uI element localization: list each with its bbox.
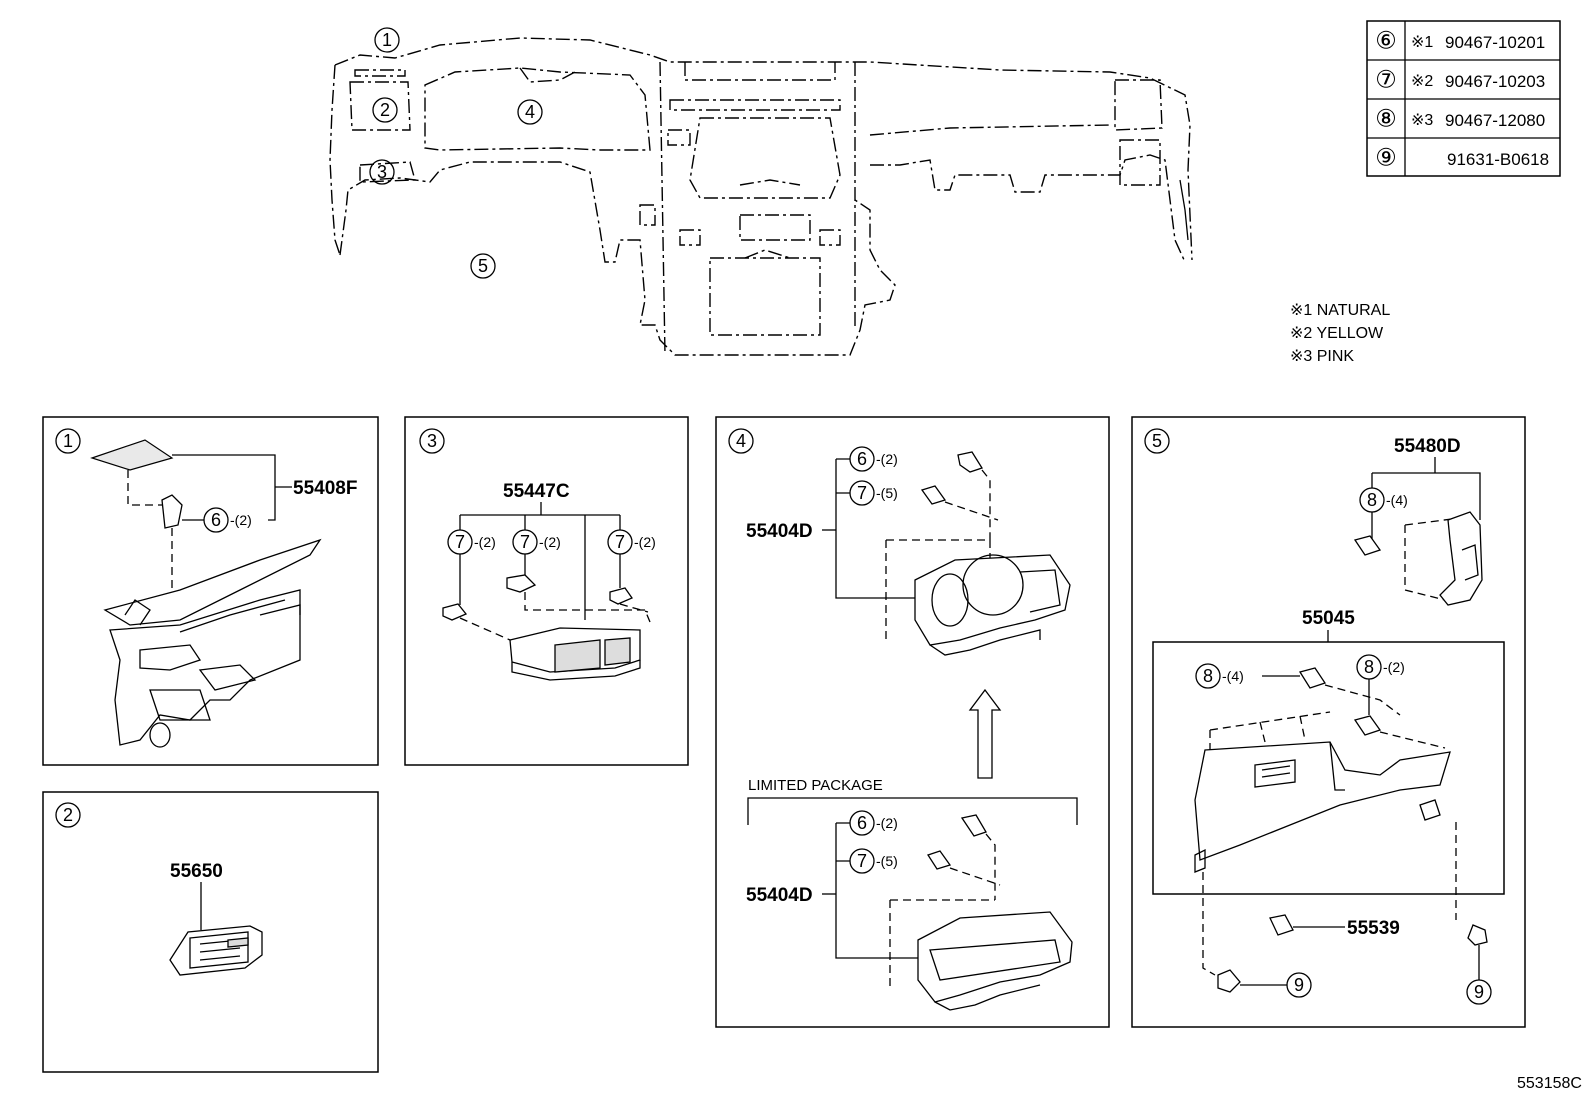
panel-4: ④ 4 6 ⑥ -(2) 7 ⑦ -(5) 55404D LIMITED PAC… <box>715 416 1110 1028</box>
panel-4-lim-clip6-qty: -(2) <box>876 815 898 831</box>
legend-ref-7: ⑦ <box>1375 67 1397 94</box>
panel-5-part-main: 55045 <box>1302 608 1355 629</box>
svg-text:7: 7 <box>520 532 530 552</box>
panel-4-part-number: 55404D <box>746 521 813 542</box>
upgrade-arrow <box>968 688 1002 779</box>
cluster-bezel-limited <box>917 911 1073 1003</box>
defroster-panel <box>90 439 174 471</box>
color-notes: ※1 NATURAL ※2 YELLOW ※3 PINK <box>1290 302 1390 365</box>
svg-text:8: 8 <box>1367 490 1377 510</box>
svg-text:9: 9 <box>1474 982 1484 1002</box>
overview-callout-5: ⑤ 5 <box>470 253 496 279</box>
legend-part-9: 91631-B0618 <box>1447 150 1549 169</box>
panel-4-clip7-qty: -(5) <box>876 485 898 501</box>
dashboard-overview: ① 1 ② 2 ③ 3 ④ 4 ⑤ 5 <box>329 27 1193 356</box>
svg-text:7: 7 <box>857 483 867 503</box>
svg-text:2: 2 <box>63 805 73 825</box>
legend-ref-9: ⑨ <box>1375 145 1397 172</box>
panel-4-lim-part-number: 55404D <box>746 885 813 906</box>
note-natural: ※1 NATURAL <box>1290 302 1390 319</box>
svg-text:8: 8 <box>1364 657 1374 677</box>
lower-dash-panel <box>1194 741 1451 861</box>
drawing-id: 553158C <box>1517 1075 1582 1092</box>
panel-2: ② 2 55650 <box>42 791 379 1073</box>
svg-text:5: 5 <box>478 256 488 276</box>
clip-6-part <box>161 494 183 529</box>
panel-1: ① 1 55408F ⑥ 6 -(2) <box>42 416 379 766</box>
note-pink: ※3 PINK <box>1290 348 1354 365</box>
panel-3-clip-qty-c: -(2) <box>634 534 656 550</box>
svg-text:9: 9 <box>1294 975 1304 995</box>
svg-text:7: 7 <box>455 532 465 552</box>
panel-1-clip-qty: -(2) <box>230 512 252 528</box>
screw-right <box>1467 924 1488 946</box>
screw-left <box>1217 969 1241 993</box>
panel-5-clip-b-qty: -(2) <box>1383 659 1405 675</box>
small-clip-part <box>1269 914 1294 936</box>
panel-4-clip6-qty: -(2) <box>876 451 898 467</box>
legend-ref-6: ⑥ <box>1375 28 1397 55</box>
panel-5-part-top: 55480D <box>1394 436 1461 457</box>
svg-text:4: 4 <box>525 102 535 122</box>
legend-part-7: 90467-10203 <box>1445 72 1545 91</box>
svg-text:6: 6 <box>857 813 867 833</box>
svg-text:8: 8 <box>1203 666 1213 686</box>
svg-text:1: 1 <box>63 431 73 451</box>
panel-2-part-number: 55650 <box>170 861 223 882</box>
svg-text:1: 1 <box>382 30 392 50</box>
legend-mark-7: ※2 <box>1411 73 1433 90</box>
legend-part-8: 90467-12080 <box>1445 111 1545 130</box>
limited-package-label: LIMITED PACKAGE <box>748 777 883 794</box>
overview-callout-1: ① 1 <box>374 27 400 53</box>
side-trim-panel <box>1439 511 1483 606</box>
cluster-bezel <box>914 554 1071 646</box>
overview-callout-2: ② 2 <box>372 97 398 123</box>
legend-mark-8: ※3 <box>1411 112 1433 129</box>
panel-5: ⑤ 5 55480D 8 ⑧ -(4) 55045 8 ⑧ -(4) 8 ⑧ -… <box>1131 416 1526 1028</box>
svg-text:3: 3 <box>427 431 437 451</box>
panel-3: ③ 3 55447C 7 ⑦ -(2) 7 -(2) 7 -(2) <box>404 416 689 766</box>
svg-text:4: 4 <box>736 431 746 451</box>
legend-part-6: 90467-10201 <box>1445 33 1545 52</box>
overview-callout-4: ④ 4 <box>517 99 543 125</box>
legend-table: ⑥ ※1 90467-10201 ⑦ ※2 90467-10203 ⑧ ※3 9… <box>1366 20 1561 177</box>
panel-5-clip-a-qty: -(4) <box>1222 668 1244 684</box>
panel-3-clip-qty-b: -(2) <box>539 534 561 550</box>
panel-5-part-small: 55539 <box>1347 918 1400 939</box>
panel-3-clip-qty-a: -(2) <box>474 534 496 550</box>
svg-text:6: 6 <box>211 510 221 530</box>
svg-text:3: 3 <box>377 162 387 182</box>
panel-3-part-number: 55447C <box>503 481 570 502</box>
panel-1-part-number: 55408F <box>293 478 357 499</box>
svg-text:7: 7 <box>615 532 625 552</box>
note-yellow: ※2 YELLOW <box>1290 325 1384 342</box>
panel-4-lim-clip7-qty: -(5) <box>876 853 898 869</box>
svg-text:5: 5 <box>1152 431 1162 451</box>
overview-callout-3: ③ 3 <box>369 159 395 185</box>
svg-text:6: 6 <box>857 449 867 469</box>
panel-5-clip-top-qty: -(4) <box>1386 492 1408 508</box>
svg-text:2: 2 <box>380 100 390 120</box>
svg-text:7: 7 <box>857 851 867 871</box>
legend-ref-8: ⑧ <box>1375 106 1397 133</box>
legend-mark-6: ※1 <box>1411 34 1433 51</box>
